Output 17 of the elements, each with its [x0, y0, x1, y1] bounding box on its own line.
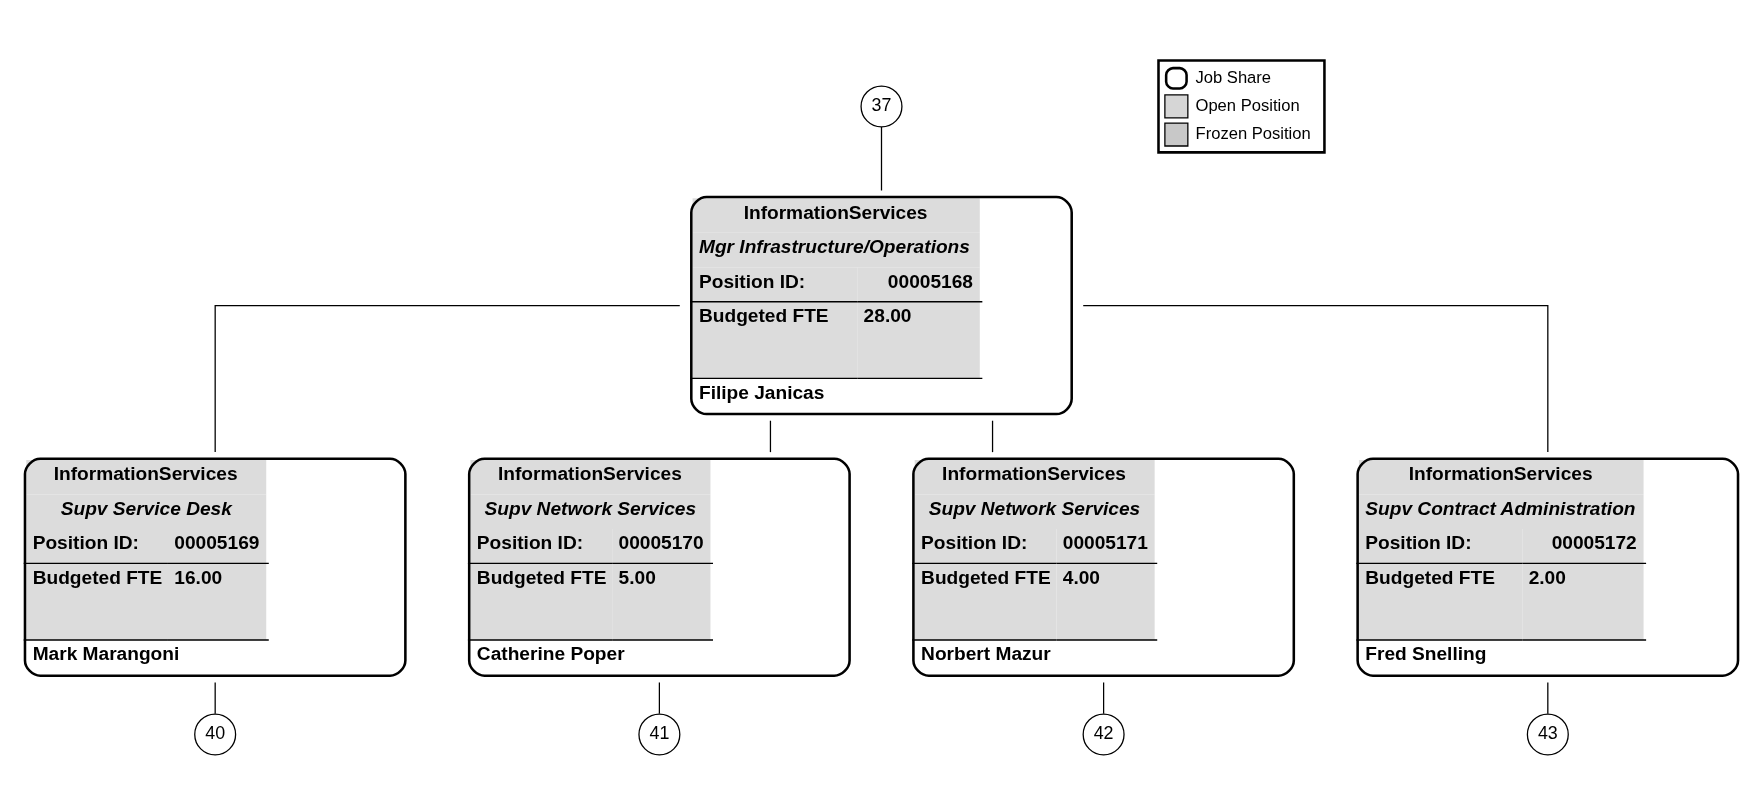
connector — [214, 681, 216, 715]
legend-label: Open Position — [1195, 95, 1300, 115]
connector — [769, 420, 772, 453]
legend-label: Frozen Position — [1195, 123, 1311, 143]
connector — [214, 304, 681, 453]
connector — [880, 126, 883, 192]
legend-label: Job Share — [1195, 67, 1272, 87]
connector — [1547, 681, 1549, 715]
node-circle: 41 — [638, 713, 681, 756]
node-circle: 40 — [194, 713, 237, 756]
node-circle: 42 — [1082, 713, 1125, 756]
connector — [991, 420, 994, 453]
connector — [1082, 304, 1549, 453]
node-circle: 37 — [860, 85, 903, 128]
node-circle: 43 — [1526, 713, 1569, 756]
connector — [1102, 681, 1105, 715]
connector — [658, 681, 661, 715]
